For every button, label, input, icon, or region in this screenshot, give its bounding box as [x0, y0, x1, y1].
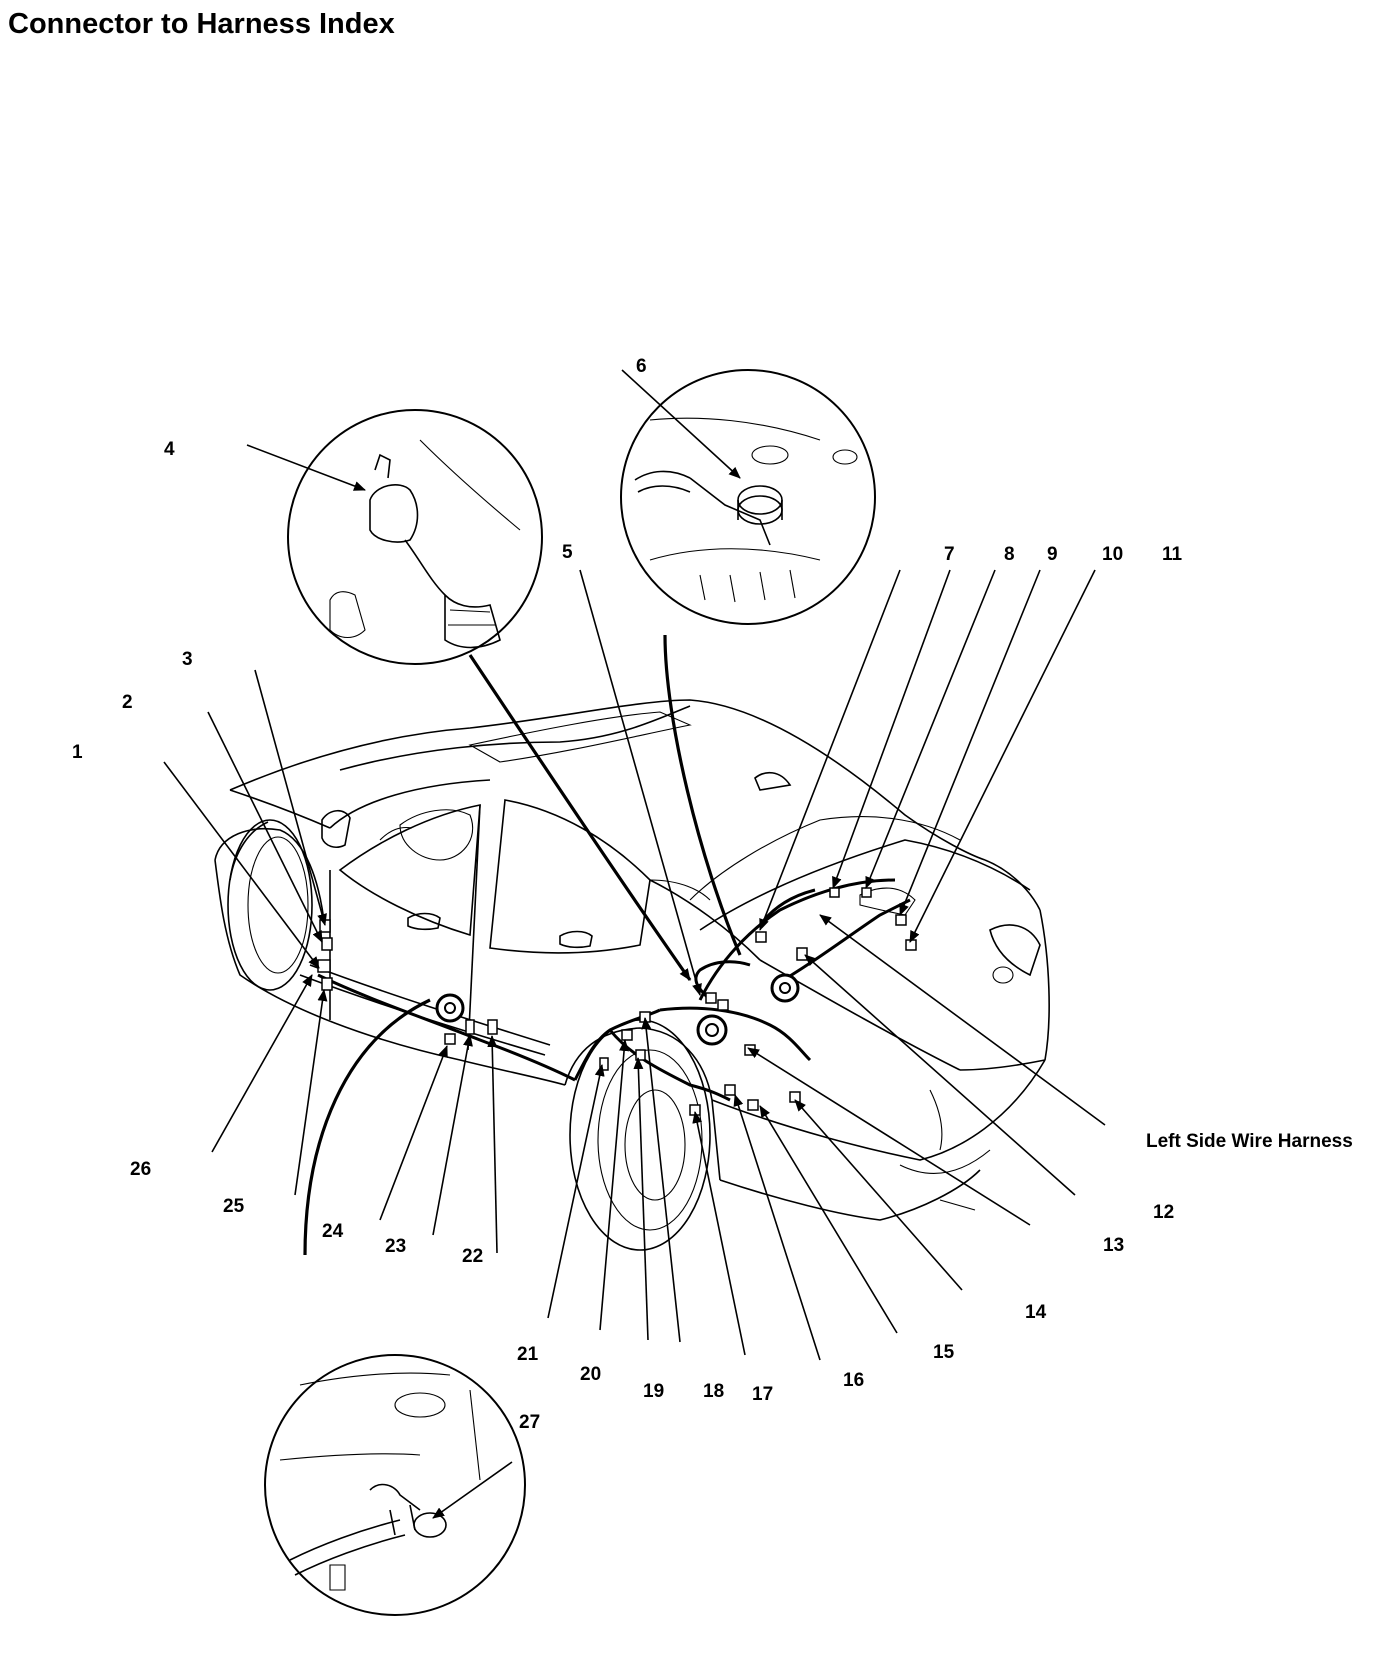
callout-6: 6 [636, 356, 647, 377]
callout-21: 21 [517, 1344, 539, 1365]
callout-18: 18 [703, 1381, 725, 1402]
callout-2: 2 [122, 692, 133, 713]
wire-harness [317, 878, 917, 1116]
callout-11: 11 [1162, 544, 1183, 565]
callout-19: 19 [643, 1381, 665, 1402]
callout-15: 15 [933, 1342, 955, 1363]
callout-12: 12 [1153, 1202, 1175, 1223]
page-title: Connector to Harness Index [8, 8, 395, 40]
detail-circle-6 [620, 369, 876, 625]
callout-13: 13 [1103, 1235, 1125, 1256]
callout-14: 14 [1025, 1302, 1047, 1323]
callout-17: 17 [752, 1384, 774, 1405]
callout-4: 4 [164, 439, 175, 460]
callout-7: 7 [944, 544, 955, 565]
callout-22: 22 [462, 1246, 484, 1267]
callout-26: 26 [130, 1159, 152, 1180]
callout-1: 1 [72, 742, 83, 763]
callout-23: 23 [385, 1236, 407, 1257]
callout-24: 24 [322, 1221, 344, 1242]
callout-3: 3 [182, 649, 193, 670]
callout-10: 10 [1102, 544, 1124, 565]
leader-lines [163, 369, 1106, 1519]
harness-label: Left Side Wire Harness [1146, 1131, 1353, 1152]
callout-9: 9 [1047, 544, 1058, 565]
car-body [214, 699, 1050, 1251]
detail-circle-4 [287, 409, 543, 665]
callout-16: 16 [843, 1370, 865, 1391]
callout-8: 8 [1004, 544, 1015, 565]
callout-20: 20 [580, 1364, 602, 1385]
callout-25: 25 [223, 1196, 245, 1217]
detail-circle-27 [264, 1354, 526, 1616]
callout-5: 5 [562, 542, 573, 563]
callout-27: 27 [519, 1412, 541, 1433]
